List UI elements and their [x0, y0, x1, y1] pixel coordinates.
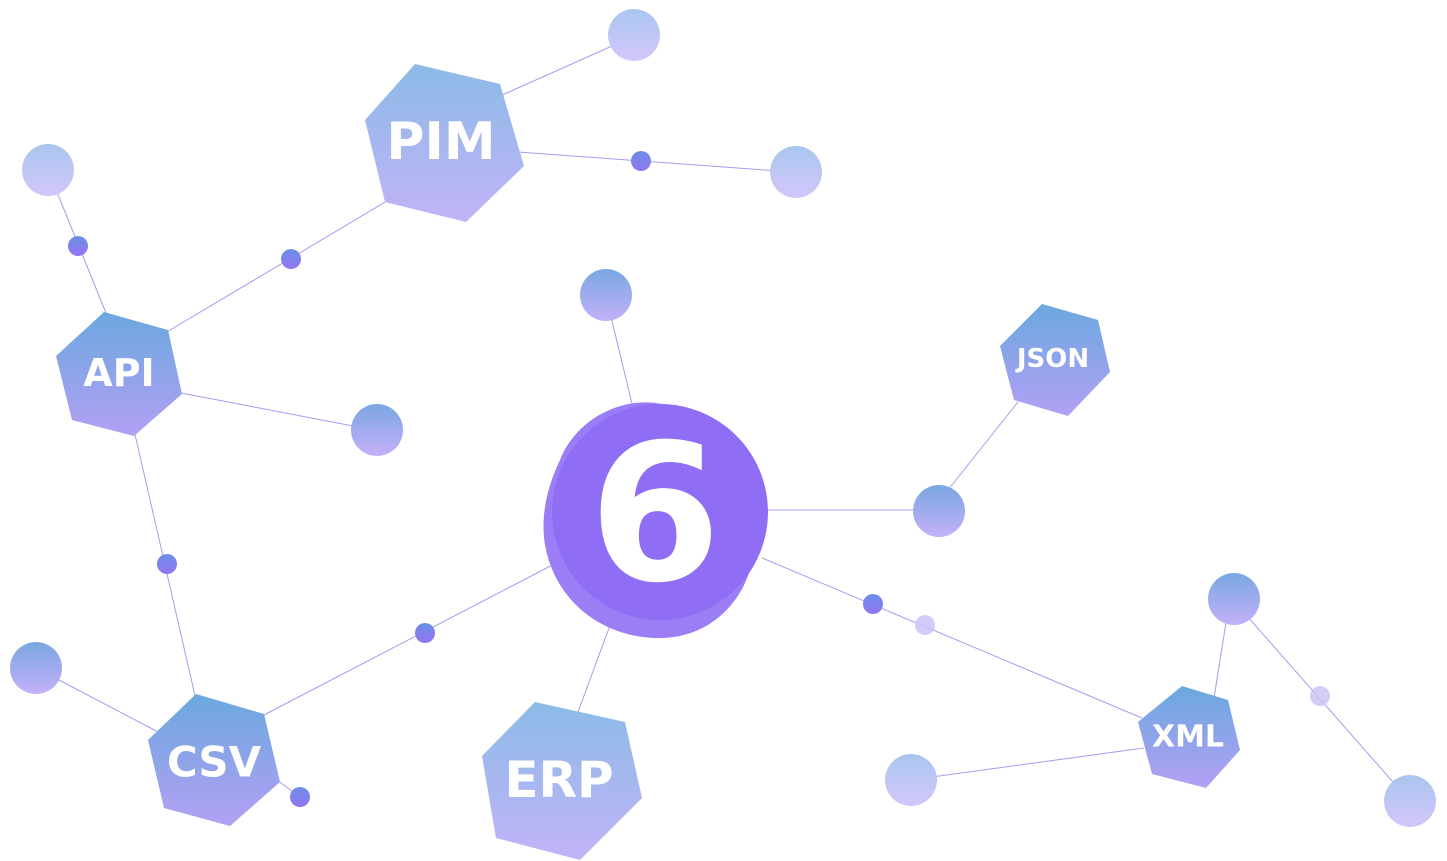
xml-label: XML [1152, 720, 1224, 755]
dot-api-csv [157, 554, 177, 574]
dot-hub-xml [863, 594, 883, 614]
dot-hub-xml-faded [915, 615, 935, 635]
edge-xml-top-circle [1213, 609, 1229, 699]
edge-pim-top-circle [499, 37, 631, 97]
json-label: JSON [1015, 344, 1089, 374]
hub-circle [552, 404, 768, 620]
erp-label: ERP [504, 751, 613, 809]
api-hexagon [56, 312, 182, 436]
circle-hub-top [580, 269, 632, 321]
circle-csv-left [10, 642, 62, 694]
erp-hexagon [482, 702, 642, 860]
dot-pim-api [281, 249, 301, 269]
hub-label: 6 [589, 404, 721, 625]
hub-node: 6 [543, 402, 768, 639]
dot-right-faded [1310, 686, 1330, 706]
circle-bottom-right [1384, 775, 1436, 827]
xml-hexagon [1138, 686, 1240, 788]
circle-json [913, 485, 965, 537]
node-pim: PIM [365, 64, 524, 222]
edge-json-circle [947, 401, 1019, 491]
circle-xml-left [885, 754, 937, 806]
edge-hub-erp [577, 619, 613, 713]
dot-api-top [68, 236, 88, 256]
csv-label: CSV [167, 738, 262, 787]
circle-xml-top [1208, 573, 1260, 625]
node-xml: XML [1138, 686, 1240, 788]
edge-hub-xml [761, 557, 1143, 719]
dot-csv-bottom [290, 787, 310, 807]
node-json: JSON [1000, 304, 1110, 416]
endpoint-circles [10, 9, 1436, 827]
edge-xml-left-circle [909, 747, 1145, 781]
api-label: API [83, 351, 154, 395]
circle-pim-top [608, 9, 660, 61]
dot-csv-hub [415, 623, 435, 643]
node-api: API [56, 312, 182, 436]
edge-pim-api [159, 197, 393, 337]
circle-api-right [351, 404, 403, 456]
edge-api-right-circle [175, 391, 375, 431]
node-csv: CSV [148, 694, 280, 826]
edge-pim-right-circle [517, 151, 793, 173]
pim-label: PIM [386, 112, 495, 172]
pim-hexagon [365, 64, 524, 222]
json-hexagon [1000, 304, 1110, 416]
csv-hexagon [148, 694, 280, 826]
node-erp: ERP [482, 702, 642, 860]
dot-pim-right [631, 151, 651, 171]
edge-csv-hub [261, 559, 563, 717]
circle-pim-right [770, 146, 822, 198]
circle-api-top [22, 144, 74, 196]
connector-dots [68, 151, 1330, 807]
